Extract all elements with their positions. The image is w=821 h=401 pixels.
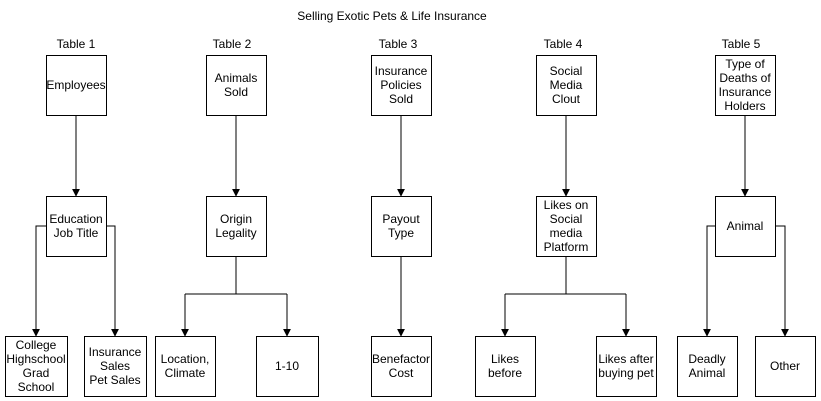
table-2-root-node-label: Sold bbox=[224, 85, 248, 99]
table-4-leaf-node-1-frame bbox=[475, 336, 536, 397]
table-2-leaf-node-1-label: Climate bbox=[165, 366, 206, 380]
table-2-middle-node-label: Origin bbox=[220, 212, 252, 226]
table-4-root-node-label: Media bbox=[550, 78, 583, 92]
table-5-root-node-label: Insurance bbox=[719, 85, 772, 99]
table-5-middle-node-frame bbox=[715, 196, 776, 257]
table-3-root-node-frame bbox=[371, 55, 432, 116]
connectors bbox=[32, 115, 789, 337]
table-5-middle-node-label: Animal bbox=[727, 219, 764, 233]
table-3-label: Table 3 bbox=[379, 37, 418, 51]
table-3-middle-node-label: Type bbox=[388, 226, 414, 240]
table-5-leaf-node-1-frame bbox=[677, 336, 738, 397]
table-2-leaf-node-1[interactable]: Location,Climate bbox=[155, 336, 216, 397]
table-5-label: Table 5 bbox=[722, 37, 761, 51]
table-1-leaf-node-1-label: Grad bbox=[23, 366, 50, 380]
table-2-root-node-label: Animals bbox=[215, 71, 258, 85]
diagram-title: Selling Exotic Pets & Life Insurance bbox=[297, 9, 487, 23]
table-5-leaf-arrow-1 bbox=[703, 225, 715, 337]
table-4-middle-node-label: Social bbox=[550, 212, 583, 226]
table-5-leaf-node-2-frame bbox=[755, 336, 816, 397]
table-3-middle-node-label: Payout bbox=[382, 212, 420, 226]
table-3-root-node-label: Sold bbox=[389, 92, 413, 106]
table-4-root-node-frame bbox=[536, 55, 597, 116]
table-2-root-node-frame bbox=[206, 55, 267, 116]
table-1-leaf-arrow-1 bbox=[32, 225, 46, 337]
table-2-middle-node-label: Legality bbox=[215, 226, 256, 240]
table-5-root-node-label: Holders bbox=[724, 99, 765, 113]
table-1-label: Table 1 bbox=[57, 37, 96, 51]
table-4-leaf-node-1-label: Likes bbox=[491, 352, 519, 366]
table-1-root-node[interactable]: Employees bbox=[46, 55, 107, 116]
table-1-leaf-node-2-label: Sales bbox=[100, 359, 130, 373]
table-4-middle-node-label: Platform bbox=[544, 240, 589, 254]
table-1-leaf-node-1-label: College bbox=[16, 338, 57, 352]
table-2-leaf-node-2[interactable]: 1-10 bbox=[256, 336, 319, 397]
table-4-middle-node-label: media bbox=[550, 226, 583, 240]
table-3-root-node-label: Insurance bbox=[375, 64, 428, 78]
table-4-leaf-node-2-frame bbox=[596, 336, 657, 397]
table-5-root-node-label: Type of bbox=[725, 57, 765, 71]
table-1-leaf-arrow-2 bbox=[106, 225, 119, 337]
table-2-leaf-node-2-label: 1-10 bbox=[275, 359, 299, 373]
table-3-leaf-node-1-label: Benefactor bbox=[372, 352, 430, 366]
table-5-leaf-node-2-label: Other bbox=[770, 359, 800, 373]
table-5-leaf-node-1-label: Deadly bbox=[688, 352, 725, 366]
table-4-root-node-label: Social bbox=[550, 64, 583, 78]
table-2-leaf-node-1-frame bbox=[155, 336, 216, 397]
table-5-leaf-node-2[interactable]: Other bbox=[755, 336, 816, 397]
table-5-root-node-label: Deaths of bbox=[719, 71, 771, 85]
table-4-leaf-node-2-label: buying pet bbox=[598, 366, 654, 380]
table-1-leaf-node-2-frame bbox=[84, 336, 147, 397]
table-5-root-node-frame bbox=[715, 55, 776, 116]
table-4-leaf-node-1-label: before bbox=[488, 366, 522, 380]
table-3-leaf-node-1-label: Cost bbox=[389, 366, 414, 380]
table-1-middle-node-frame bbox=[46, 196, 107, 257]
table-3-leaf-node-1-frame bbox=[371, 336, 432, 397]
table-4-label: Table 4 bbox=[544, 37, 583, 51]
table-5-middle-node[interactable]: Animal bbox=[715, 196, 776, 257]
table-2-label: Table 2 bbox=[213, 37, 252, 51]
table-2-leaf-node-2-frame bbox=[256, 336, 319, 397]
table-1-root-node-label: Employees bbox=[46, 78, 105, 92]
table-4-leaf-node-2-label: Likes after bbox=[598, 352, 653, 366]
table-4-root-node-label: Clout bbox=[552, 92, 581, 106]
table-3-middle-node-frame bbox=[371, 196, 432, 257]
table-1-root-node-frame bbox=[46, 55, 107, 116]
table-1-leaf-node-1-frame bbox=[5, 336, 68, 397]
table-5-leaf-node-1-label: Animal bbox=[689, 366, 726, 380]
table-1-leaf-node-2-label: Pet Sales bbox=[89, 373, 140, 387]
table-1-leaf-node-1-label: School bbox=[18, 380, 55, 394]
table-1-leaf-node-2-label: Insurance bbox=[89, 345, 142, 359]
table-5-leaf-arrow-2 bbox=[775, 225, 789, 337]
table-1-middle-node-label: Job Title bbox=[54, 226, 99, 240]
table-1-leaf-node-1-label: Highschool bbox=[6, 352, 65, 366]
table-3-root-node-label: Policies bbox=[380, 78, 421, 92]
table-1-middle-node-label: Education bbox=[49, 212, 102, 226]
table-4-middle-node-frame bbox=[536, 196, 597, 257]
table-2-middle-node-frame bbox=[206, 196, 267, 257]
table-2-leaf-node-1-label: Location, bbox=[161, 352, 210, 366]
table-4-middle-node-label: Likes on bbox=[544, 198, 589, 212]
